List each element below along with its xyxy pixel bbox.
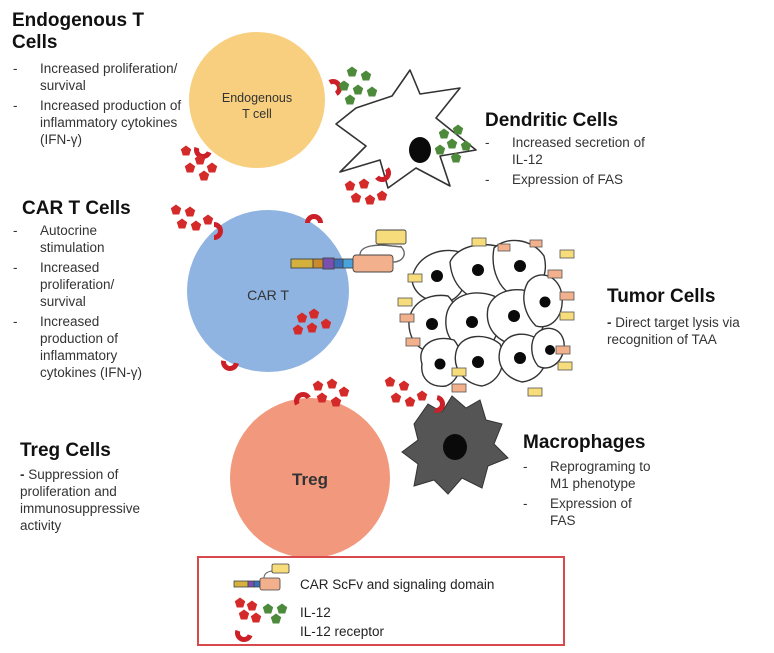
endogenous-heading: Endogenous T Cells (12, 10, 144, 54)
endogenous-t-cell-label-line2: T cell (242, 107, 272, 121)
car-construct (290, 229, 407, 273)
legend-car-label: CAR ScFv and signaling domain (300, 577, 495, 592)
macrophages-effect: Reprograming to M1 phenotype (520, 458, 660, 492)
treg-heading: Treg Cells (20, 440, 111, 461)
dendritic-nucleus (409, 137, 431, 163)
treg-effect-text: Suppression of proliferation and immunos… (20, 467, 141, 533)
il12-receptors (194, 79, 445, 413)
tumor-effect-dash: - (607, 315, 612, 330)
car-t-effect: Increased production of inflammatory cyt… (10, 313, 150, 381)
treg-cell-label: Treg (292, 470, 328, 489)
endogenous-t-cell (189, 32, 325, 168)
treg-cell (230, 398, 390, 558)
car-t-effect: Autocrine stimulation (10, 222, 150, 256)
endogenous-t-cell-label: Endogenous T cell (207, 90, 307, 122)
legend-receptor-icon (235, 629, 253, 642)
tumor-effect: - Direct target lysis via recognition of… (607, 314, 757, 348)
car-t-effects: Autocrine stimulation Increased prolifer… (10, 222, 150, 384)
endogenous-effects: Increased proliferation/ survival Increa… (10, 60, 185, 151)
treg-effect: - Suppression of proliferation and immun… (20, 466, 178, 534)
tumor-effect-text: Direct target lysis via recognition of T… (607, 315, 740, 347)
tumor-antigens (397, 237, 575, 397)
macrophages-heading: Macrophages (523, 432, 646, 453)
dendritic-heading: Dendritic Cells (485, 110, 619, 131)
legend-receptor-label: IL-12 receptor (300, 624, 385, 639)
macrophages-effect: Expression of FAS (520, 495, 660, 529)
macrophage-nucleus (443, 434, 467, 460)
tumor-nuclei (426, 260, 555, 370)
car-t-effect: Increased proliferation/ survival (10, 259, 150, 310)
car-t-cell-label: CAR T (247, 287, 289, 303)
dendritic-cell (335, 69, 477, 189)
legend-box (197, 556, 565, 646)
endogenous-effect: Increased production of inflammatory cyt… (10, 97, 185, 148)
tumor-cell-cluster (408, 239, 565, 387)
legend-il12-label: IL-12 (300, 605, 331, 620)
endogenous-effect: Increased proliferation/ survival (10, 60, 185, 94)
endogenous-t-cell-label-line1: Endogenous (221, 91, 293, 105)
tumor-heading: Tumor Cells (607, 286, 716, 307)
dendritic-effect: Expression of FAS (482, 171, 652, 188)
dendritic-effects: Increased secretion of IL-12 Expression … (482, 134, 652, 191)
endogenous-heading-line1: Endogenous T (12, 10, 144, 31)
dendritic-effect: Increased secretion of IL-12 (482, 134, 652, 168)
macrophages-effects: Reprograming to M1 phenotype Expression … (520, 458, 660, 532)
treg-effect-dash: - (20, 467, 25, 482)
car-t-heading: CAR T Cells (22, 198, 131, 219)
endogenous-heading-line2: Cells (12, 32, 58, 53)
legend-car-icon (233, 563, 290, 591)
